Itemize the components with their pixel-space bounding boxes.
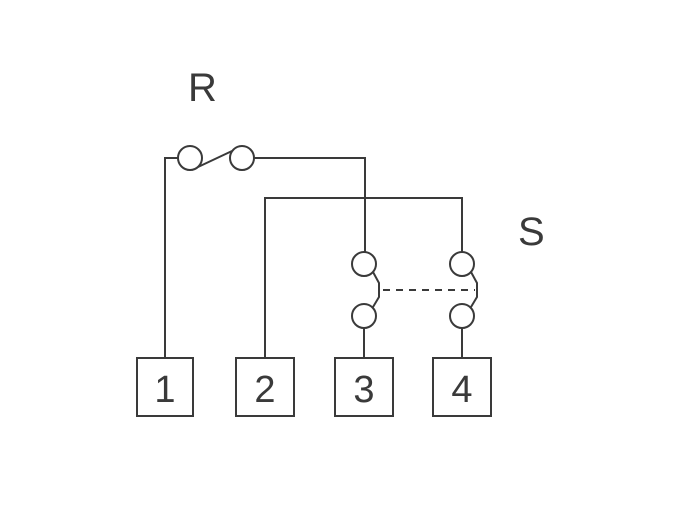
terminal-4: 4 (432, 357, 492, 417)
switch-contact-bottom-left (351, 303, 377, 329)
terminal-4-box (432, 357, 492, 417)
switch-blade-left (372, 271, 380, 308)
relay-contact-right (229, 145, 255, 171)
relay-contact-left (177, 145, 203, 171)
terminal-1-label: 1 (154, 369, 175, 411)
switch-contact-bottom-right (449, 303, 475, 329)
wire-relay-to-switch-contact-1 (254, 157, 366, 252)
terminal-4-label: 4 (451, 369, 472, 411)
switch-blade-right (470, 271, 478, 308)
terminal-3-box (334, 357, 394, 417)
switch-contact-top-right (449, 251, 475, 277)
terminal-2: 2 (235, 357, 295, 417)
wire-terminal-2-to-switch-contact-3 (264, 197, 463, 358)
switch-label: S (518, 210, 545, 254)
terminal-2-box (235, 357, 295, 417)
terminal-1-box (136, 357, 194, 417)
relay-contact-blade (197, 150, 233, 168)
terminal-1: 1 (136, 357, 194, 417)
relay-label: R (188, 66, 217, 110)
terminal-2-label: 2 (254, 369, 275, 411)
switch-contact-top-left (351, 251, 377, 277)
terminal-3: 3 (334, 357, 394, 417)
terminal-3-label: 3 (353, 369, 374, 411)
wire-terminal-1-to-relay (164, 157, 178, 358)
